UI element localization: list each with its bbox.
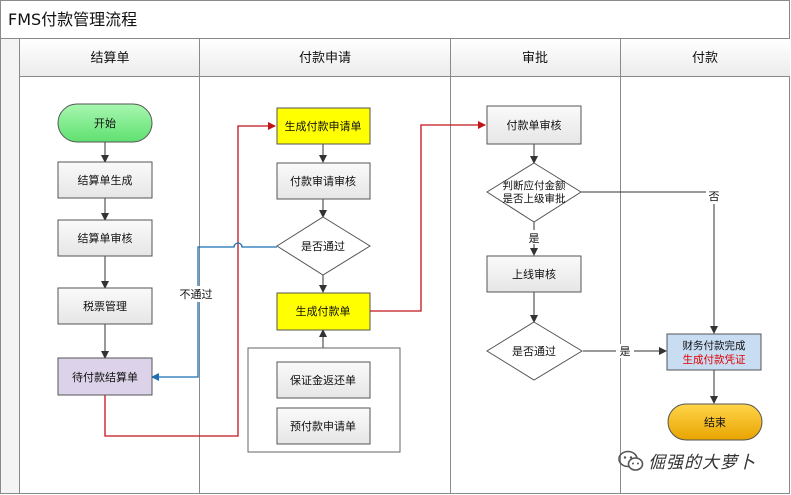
node-payment-audit <box>486 105 582 145</box>
lane-header-bg <box>20 39 790 76</box>
node-judge <box>486 162 582 223</box>
node-pending-settle-label: 待付款结算单 <box>72 370 138 384</box>
pool-band <box>0 38 20 494</box>
edge-not-pass-back <box>151 242 277 381</box>
node-start-label: 开始 <box>94 116 116 130</box>
node-settle-audit <box>57 219 153 257</box>
node-pass-1-label: 是否通过 <box>301 240 345 253</box>
node-pass-2 <box>486 321 583 381</box>
edge-pending-to-apply <box>104 122 276 437</box>
lane-header-approval: 审批 <box>522 51 548 66</box>
lane-header-settlement: 结算单 <box>90 51 129 66</box>
watermark-text: 倔强的大萝卜 <box>648 453 756 473</box>
node-judge-label-2: 是否上级审批 <box>503 192 566 205</box>
node-end-label: 结束 <box>704 416 726 429</box>
node-prepay-apply-label: 预付款申请单 <box>290 419 356 433</box>
node-gen-payment <box>276 292 371 331</box>
node-payment-audit-label: 付款单审核 <box>507 118 562 132</box>
node-finance-done-label-1: 财务付款完成 <box>683 339 746 352</box>
node-online-audit-label: 上线审核 <box>512 267 556 281</box>
label-no: 否 <box>709 190 720 203</box>
wechat-icon <box>618 450 644 471</box>
node-gen-apply-label: 生成付款申请单 <box>285 119 362 133</box>
node-settle-gen-label: 结算单生成 <box>78 173 133 187</box>
node-deposit-return-label: 保证金返还单 <box>290 373 356 387</box>
label-yes-1: 是 <box>529 232 540 245</box>
node-pending-settle <box>57 357 153 396</box>
node-prepay-apply <box>276 407 371 445</box>
edge-payment-to-audit <box>370 121 486 312</box>
node-deposit-return <box>276 361 371 399</box>
node-finance-done <box>666 333 762 371</box>
node-end <box>667 403 763 441</box>
node-online-audit <box>486 255 582 293</box>
node-tax-mgmt <box>57 287 153 325</box>
node-apply-audit-label: 付款审请审核 <box>290 174 356 188</box>
node-pass-2-label: 是否通过 <box>512 345 556 358</box>
node-gen-payment-label: 生成付款单 <box>296 304 351 318</box>
diagram-title: FMS付款管理流程 <box>8 10 137 29</box>
watermark: 倔强的大萝卜 <box>618 448 756 473</box>
node-settle-audit-label: 结算单审核 <box>78 231 133 245</box>
node-judge-label-1: 判断应付金额 <box>503 179 566 192</box>
node-pass-1 <box>276 216 371 276</box>
lane-header-payment: 付款 <box>692 51 718 66</box>
label-yes-2: 是 <box>620 345 631 358</box>
node-tax-mgmt-label: 税票管理 <box>83 299 127 313</box>
node-start <box>57 103 153 143</box>
lane-header-payment-apply: 付款申请 <box>299 51 351 66</box>
node-finance-done-label-2: 生成付款凭证 <box>683 353 746 366</box>
node-apply-audit <box>276 162 371 200</box>
node-gen-apply <box>276 107 371 145</box>
label-not-pass: 不通过 <box>180 288 213 301</box>
node-settle-gen <box>57 161 153 199</box>
